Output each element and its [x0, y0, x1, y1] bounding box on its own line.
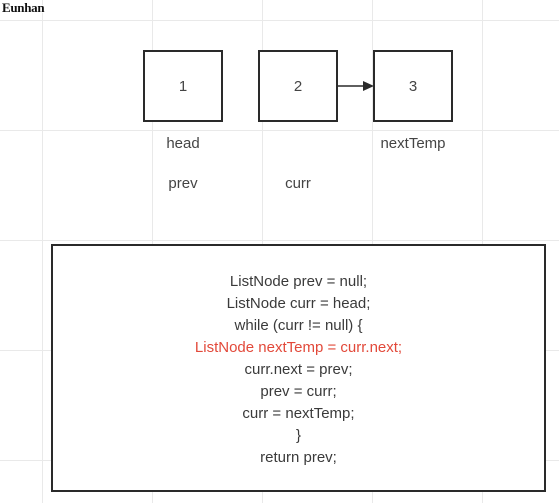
- code-line: return prev;: [260, 449, 337, 466]
- code-block: ListNode prev = null; ListNode curr = he…: [51, 244, 546, 492]
- node-2-value: 2: [293, 77, 303, 95]
- code-line: curr = nextTemp;: [242, 405, 355, 422]
- code-line: ListNode prev = null;: [229, 273, 368, 290]
- code-line: curr.next = prev;: [244, 361, 353, 378]
- code-line-highlighted: ListNode nextTemp = curr.next;: [194, 339, 403, 356]
- node-3-value: 3: [408, 77, 418, 95]
- code-line: prev = curr;: [260, 383, 337, 400]
- code-lines: ListNode prev = null; ListNode curr = he…: [53, 271, 544, 469]
- label-head: head: [166, 135, 200, 152]
- label-next-temp: nextTemp: [380, 135, 446, 152]
- list-node-1: 1: [143, 50, 223, 122]
- list-node-3: 3: [373, 50, 453, 122]
- code-line: }: [295, 427, 301, 444]
- label-curr: curr: [285, 175, 311, 192]
- code-line: ListNode curr = head;: [226, 295, 371, 312]
- list-node-2: 2: [258, 50, 338, 122]
- code-line: while (curr != null) {: [234, 317, 363, 334]
- watermark-logo: Eunhan: [2, 0, 45, 15]
- label-prev: prev: [168, 175, 198, 192]
- node-1-value: 1: [178, 77, 188, 95]
- next-pointer-arrow: [338, 81, 374, 91]
